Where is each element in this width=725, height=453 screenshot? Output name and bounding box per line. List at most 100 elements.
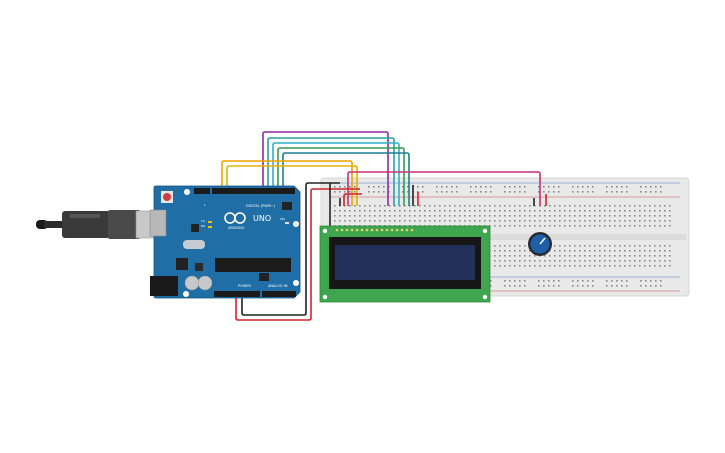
breadboard-hole xyxy=(616,285,618,287)
breadboard-hole xyxy=(634,260,636,262)
breadboard-hole xyxy=(479,210,481,212)
breadboard-hole xyxy=(524,191,526,193)
breadboard-hole xyxy=(534,265,536,267)
breadboard-hole xyxy=(574,265,576,267)
breadboard-hole xyxy=(480,186,482,188)
breadboard-hole xyxy=(582,280,584,282)
breadboard-hole xyxy=(524,186,526,188)
lcd-pin xyxy=(385,228,389,232)
breadboard-hole xyxy=(604,245,606,247)
breadboard-hole xyxy=(359,210,361,212)
breadboard-hole xyxy=(559,265,561,267)
breadboard-hole xyxy=(504,210,506,212)
breadboard-hole xyxy=(378,186,380,188)
breadboard-hole xyxy=(589,210,591,212)
breadboard-hole xyxy=(509,265,511,267)
wire-red-5v xyxy=(235,188,360,321)
breadboard-hole xyxy=(514,255,516,257)
breadboard-hole xyxy=(514,225,516,227)
breadboard-hole xyxy=(469,220,471,222)
breadboard-hole xyxy=(494,220,496,222)
breadboard-hole xyxy=(654,215,656,217)
breadboard-hole xyxy=(649,220,651,222)
breadboard-hole xyxy=(454,210,456,212)
breadboard-hole xyxy=(594,225,596,227)
breadboard-hole xyxy=(614,225,616,227)
breadboard-hole xyxy=(534,255,536,257)
breadboard-hole xyxy=(451,186,453,188)
breadboard-hole xyxy=(543,285,545,287)
breadboard-hole xyxy=(379,205,381,207)
breadboard-hole xyxy=(654,245,656,247)
breadboard-hole xyxy=(509,220,511,222)
breadboard-hole xyxy=(534,260,536,262)
lcd-pin xyxy=(365,228,369,232)
usb-cable[interactable] xyxy=(36,210,167,239)
breadboard-hole xyxy=(359,220,361,222)
breadboard-hole xyxy=(544,220,546,222)
breadboard-hole xyxy=(514,220,516,222)
lcd-pin xyxy=(340,228,344,232)
breadboard-hole xyxy=(654,225,656,227)
breadboard-hole xyxy=(459,205,461,207)
breadboard-hole xyxy=(529,220,531,222)
breadboard-hole xyxy=(659,265,661,267)
breadboard-hole xyxy=(514,205,516,207)
breadboard-hole xyxy=(589,260,591,262)
potentiometer[interactable] xyxy=(528,232,552,256)
breadboard-hole xyxy=(654,210,656,212)
breadboard-hole xyxy=(524,280,526,282)
arduino-uno-board[interactable]: UNO ARDUINO DIGITAL (PWM~) POWER ANALOG … xyxy=(149,185,301,299)
breadboard-hole xyxy=(599,260,601,262)
breadboard-hole xyxy=(649,260,651,262)
breadboard-hole xyxy=(634,250,636,252)
breadboard-hole xyxy=(639,255,641,257)
breadboard-hole xyxy=(504,245,506,247)
breadboard-hole xyxy=(669,215,671,217)
breadboard-hole xyxy=(494,205,496,207)
breadboard-hole xyxy=(664,225,666,227)
breadboard-hole xyxy=(344,220,346,222)
breadboard-hole xyxy=(655,191,657,193)
breadboard-hole xyxy=(524,205,526,207)
breadboard-hole xyxy=(606,191,608,193)
breadboard-hole xyxy=(544,260,546,262)
breadboard-hole xyxy=(553,191,555,193)
breadboard-hole xyxy=(543,186,545,188)
breadboard-hole xyxy=(584,225,586,227)
breadboard-hole xyxy=(569,205,571,207)
breadboard-hole xyxy=(659,215,661,217)
breadboard-hole xyxy=(554,255,556,257)
breadboard-hole xyxy=(509,205,511,207)
breadboard-hole xyxy=(374,220,376,222)
breadboard-hole xyxy=(539,220,541,222)
breadboard-hole xyxy=(384,210,386,212)
breadboard-hole xyxy=(334,186,336,188)
breadboard-hole xyxy=(579,245,581,247)
breadboard-hole xyxy=(649,225,651,227)
breadboard-hole xyxy=(509,215,511,217)
breadboard-hole xyxy=(429,215,431,217)
breadboard-hole xyxy=(399,220,401,222)
breadboard-hole xyxy=(449,210,451,212)
breadboard-hole xyxy=(529,265,531,267)
breadboard-hole xyxy=(538,186,540,188)
breadboard-hole xyxy=(548,285,550,287)
lcd-16x2[interactable] xyxy=(319,225,491,303)
breadboard-hole xyxy=(554,210,556,212)
breadboard-hole xyxy=(664,245,666,247)
breadboard-hole xyxy=(669,265,671,267)
breadboard-hole xyxy=(599,220,601,222)
breadboard-hole xyxy=(619,205,621,207)
breadboard-hole xyxy=(494,225,496,227)
breadboard-hole xyxy=(384,215,386,217)
breadboard-hole xyxy=(369,215,371,217)
breadboard-hole xyxy=(664,255,666,257)
breadboard-hole xyxy=(606,186,608,188)
breadboard-hole xyxy=(514,285,516,287)
breadboard-hole xyxy=(544,215,546,217)
breadboard-hole xyxy=(538,285,540,287)
breadboard-hole xyxy=(574,255,576,257)
breadboard-hole xyxy=(459,220,461,222)
